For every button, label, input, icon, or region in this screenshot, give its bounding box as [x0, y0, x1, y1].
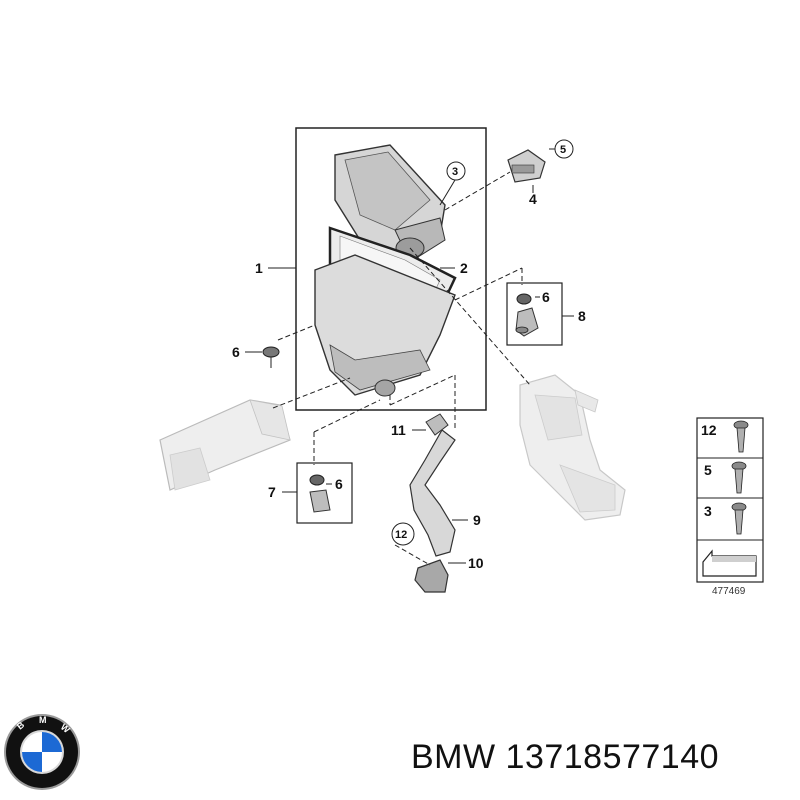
air-filter-housing-lower — [314, 254, 456, 397]
leader-lines — [245, 148, 574, 564]
screw-3 — [731, 502, 747, 535]
callout-4: 4 — [529, 191, 537, 207]
detail-box-8 — [506, 282, 563, 346]
vent-hose — [409, 429, 456, 557]
housing-frame — [295, 127, 487, 411]
callout-11: 11 — [391, 422, 406, 438]
screw-12 — [733, 420, 749, 453]
callout-5: 5 — [560, 144, 566, 156]
clip-part-11 — [425, 413, 449, 436]
callout-7: 7 — [268, 484, 276, 500]
intake-hose-right — [519, 374, 626, 521]
grommet-bracket-8 — [515, 293, 539, 337]
svg-text:B: B — [15, 719, 27, 731]
callout-3: 3 — [452, 166, 458, 178]
callout-5-circle — [554, 139, 574, 159]
grommet-6-left — [262, 346, 280, 368]
screw-5 — [731, 461, 747, 494]
svg-text:M: M — [39, 715, 47, 725]
callout-12-circle — [391, 522, 415, 546]
screw-legend-box — [696, 417, 764, 583]
air-filter-housing-cover — [334, 144, 446, 266]
mass-air-flow-sensor — [507, 149, 546, 183]
legend-label-3: 3 — [704, 503, 712, 519]
part-number-caption: BMW 13718577140 — [411, 738, 720, 776]
reference-arrow-icon — [702, 549, 757, 577]
callout-6-left: 6 — [232, 344, 240, 360]
grommet-bracket-7 — [309, 474, 331, 513]
callout-2: 2 — [460, 260, 468, 276]
callout-8: 8 — [578, 308, 586, 324]
bmw-logo-icon: B M W — [4, 714, 80, 790]
vent-connector — [414, 559, 449, 593]
dashed-leader-lines — [272, 171, 531, 566]
intake-duct-left — [159, 399, 291, 491]
callout-12: 12 — [395, 529, 407, 541]
callout-10: 10 — [468, 555, 484, 571]
legend-label-5: 5 — [704, 462, 712, 478]
callout-3-circle — [446, 161, 466, 181]
diagram-id: 477469 — [712, 586, 746, 597]
legend-label-12: 12 — [701, 422, 717, 438]
callout-9: 9 — [473, 512, 481, 528]
callout-1: 1 — [255, 260, 263, 276]
callout-6-box8: 6 — [542, 289, 550, 305]
callout-6-box7: 6 — [335, 476, 343, 492]
detail-box-7 — [296, 462, 353, 524]
